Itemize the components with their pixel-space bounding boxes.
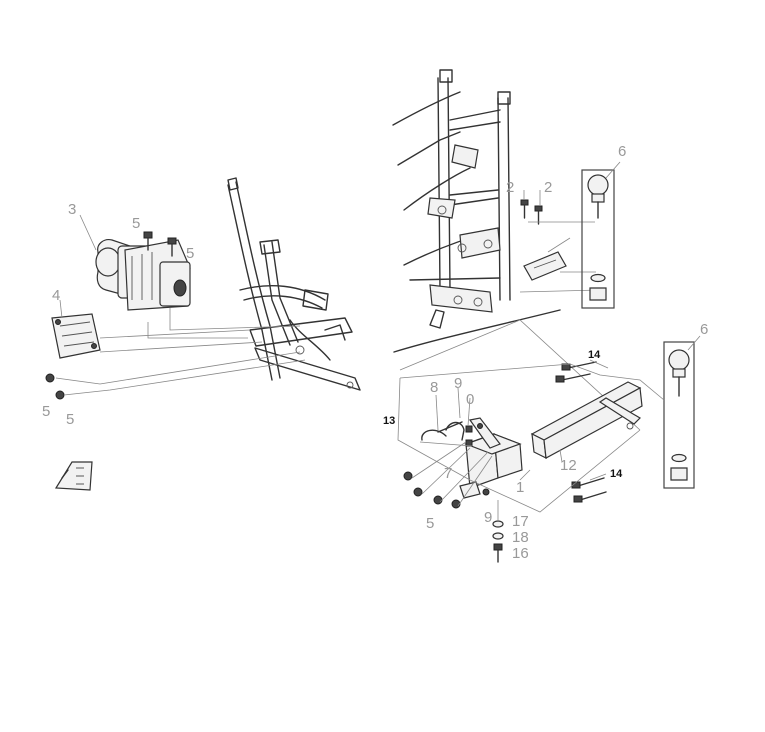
bolts-frame <box>520 199 543 225</box>
pins-and-bolts <box>403 361 607 563</box>
callout-9: 9 <box>484 509 492 526</box>
callout-10: 0 <box>466 391 474 408</box>
callout-16: 16 <box>512 545 529 562</box>
callout-5: 5 <box>186 245 194 262</box>
callout-5: 5 <box>132 215 140 232</box>
front-bumper-frame <box>227 177 361 391</box>
callout-labels: 3 5 5 4 5 5 2 2 6 6 14 13 14 8 9 0 7 1 1… <box>42 143 708 562</box>
leader-lines-frame <box>399 190 641 431</box>
winch-mount-plate <box>51 313 101 359</box>
leader-lines-left <box>55 214 306 396</box>
callout-5: 5 <box>426 515 434 532</box>
hitch-bracket <box>459 417 523 499</box>
callout-2: 2 <box>506 179 514 196</box>
winch <box>95 239 191 311</box>
leader-lines-hitch <box>397 359 665 520</box>
callout-6: 6 <box>700 321 708 338</box>
callout-4: 4 <box>52 287 60 304</box>
callout-14: 14 <box>610 468 623 480</box>
callout-5: 5 <box>66 411 74 428</box>
callout-8: 8 <box>430 379 438 396</box>
callout-17: 17 <box>512 513 529 530</box>
rear-frame <box>392 69 561 353</box>
callout-9: 9 <box>454 375 462 392</box>
bolts-left <box>45 231 177 400</box>
callout-14: 14 <box>588 349 601 361</box>
callout-7: 7 <box>444 465 452 482</box>
receiver-tube <box>530 381 643 460</box>
hitch-receiver-small <box>523 251 567 281</box>
hitch-ball-kit-lower <box>663 335 701 489</box>
callout-6: 6 <box>618 143 626 160</box>
callout-3: 3 <box>68 201 76 218</box>
front-direction-arrow-icon <box>54 461 93 491</box>
callout-12: 12 <box>560 457 577 474</box>
callout-13: 13 <box>383 415 395 427</box>
callout-1: 1 <box>516 479 524 496</box>
hitch-ball-kit-upper <box>581 161 621 309</box>
callout-2: 2 <box>544 179 552 196</box>
callout-5: 5 <box>42 403 50 420</box>
callout-18: 18 <box>512 529 529 546</box>
